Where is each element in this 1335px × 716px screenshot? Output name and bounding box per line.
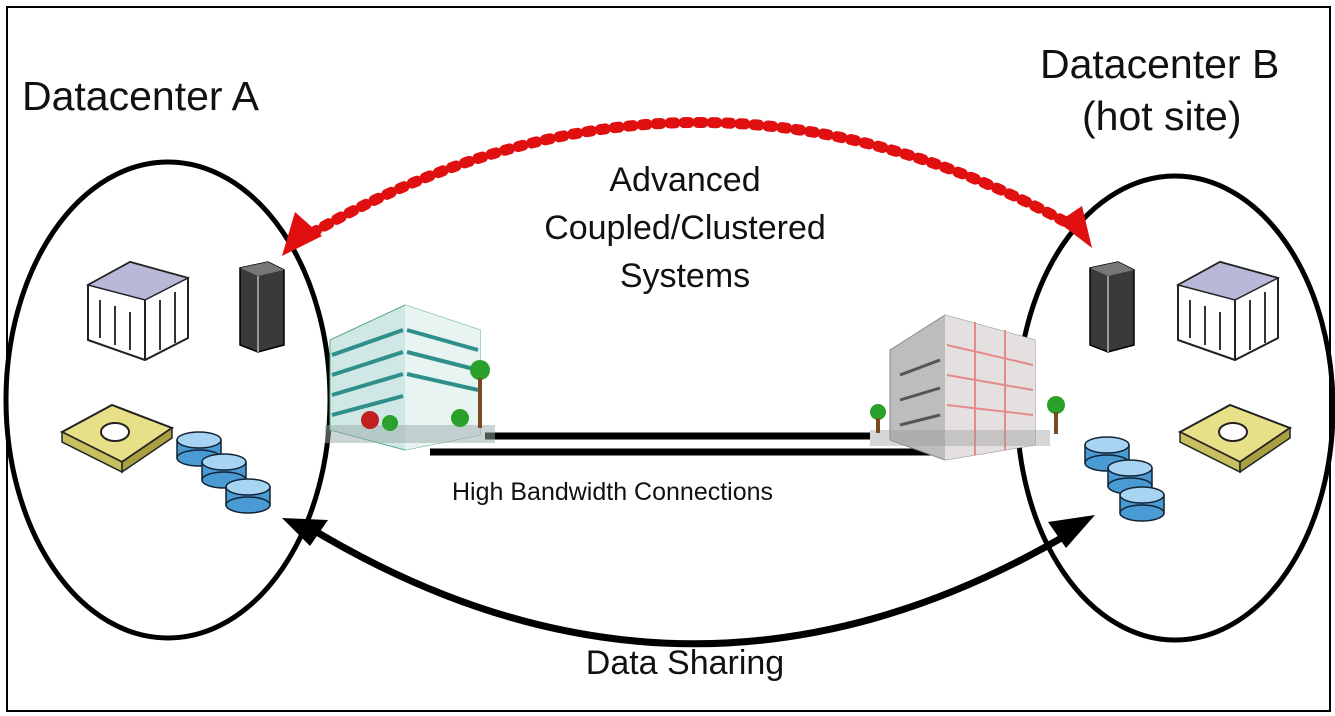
tape-library-b-icon [1177, 403, 1293, 474]
sharing-arrowhead-left [282, 518, 328, 546]
building-b-icon [870, 314, 1065, 461]
coupling-arrowhead-left [282, 212, 322, 256]
datacenter-b-label: Datacenter B [1040, 41, 1280, 87]
tape-library-a-icon [59, 403, 175, 474]
datacenter-a-boundary [3, 159, 333, 641]
server-tower-b-icon [1089, 261, 1135, 353]
coupling-label-line3: Systems [619, 257, 751, 295]
bandwidth-label: High Bandwidth Connections [452, 478, 774, 506]
coupling-arrowhead-right [1058, 206, 1092, 248]
sharing-arrowhead-right [1048, 515, 1095, 548]
coupling-label-line1: Advanced [609, 161, 761, 199]
datacenter-b-sublabel: (hot site) [1082, 93, 1242, 139]
server-tower-a-icon [239, 261, 285, 353]
coupling-label-line2: Coupled/Clustered [544, 209, 826, 247]
disk-storage-a-icon [176, 431, 271, 514]
datacenter-a-label: Datacenter A [22, 73, 260, 119]
coupling-arc [294, 117, 1086, 246]
mainframe-b-icon [1175, 260, 1281, 362]
mainframe-a-icon [85, 260, 191, 362]
disk-storage-b-icon [1084, 436, 1165, 522]
data-sharing-label: Data Sharing [585, 644, 785, 682]
sharing-arc [303, 522, 1077, 648]
building-a-icon [325, 304, 495, 451]
